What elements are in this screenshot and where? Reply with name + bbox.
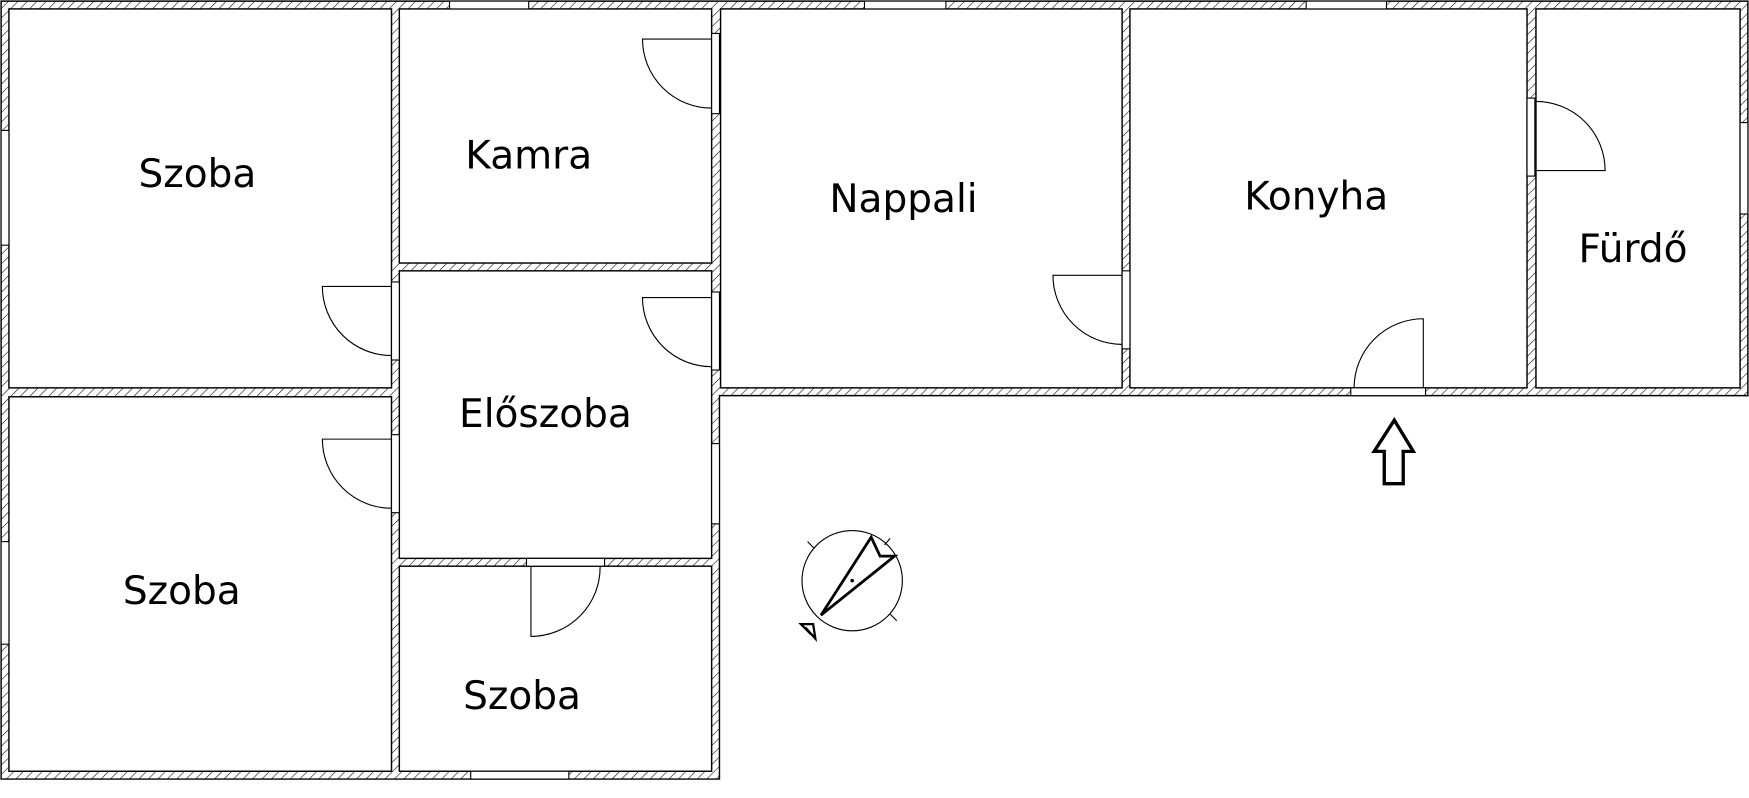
door-opening [1121, 270, 1131, 350]
window [863, 0, 947, 10]
window [0, 541, 10, 645]
window [448, 0, 530, 10]
room-kamra [398, 8, 713, 264]
window [711, 443, 721, 525]
entrance-arrow-icon [1371, 417, 1417, 486]
room-nappali [719, 8, 1123, 389]
door-opening [1526, 97, 1536, 177]
windows [0, 0, 1749, 780]
label-szoba-top-left: Szoba [139, 152, 257, 197]
label-nappali: Nappali [829, 177, 977, 222]
door-swing [1535, 100, 1606, 172]
door-opening [390, 281, 400, 361]
label-eloszoba: Előszoba [459, 392, 632, 437]
door-swing [530, 566, 601, 637]
door-opening [1350, 387, 1427, 397]
room-konyha [1129, 8, 1528, 389]
door-swing [641, 297, 712, 368]
label-kamra: Kamra [465, 133, 592, 178]
doors [321, 38, 1606, 637]
window [470, 770, 570, 780]
window [1739, 122, 1749, 215]
label-konyha: Konyha [1244, 175, 1388, 220]
door-opening [711, 291, 721, 371]
door-swing [1052, 274, 1123, 345]
room-szoba-bottom-left [8, 396, 393, 772]
door-swing [641, 38, 712, 109]
label-furdo: Fürdő [1578, 227, 1687, 272]
door-swing [321, 285, 392, 357]
north-compass-icon [798, 529, 903, 643]
door-opening [711, 32, 721, 115]
door-opening [390, 434, 400, 514]
window [0, 129, 10, 246]
room-szoba-top-left [8, 8, 393, 389]
room-eloszoba [398, 270, 713, 560]
door-swing [321, 438, 392, 509]
room-furdo [1535, 8, 1741, 389]
window [1305, 0, 1388, 10]
door-swing [1353, 318, 1424, 388]
door-opening [525, 557, 606, 567]
label-szoba-bottom-left: Szoba [123, 569, 241, 614]
room-szoba-small [398, 565, 713, 772]
label-szoba-small: Szoba [463, 674, 581, 719]
